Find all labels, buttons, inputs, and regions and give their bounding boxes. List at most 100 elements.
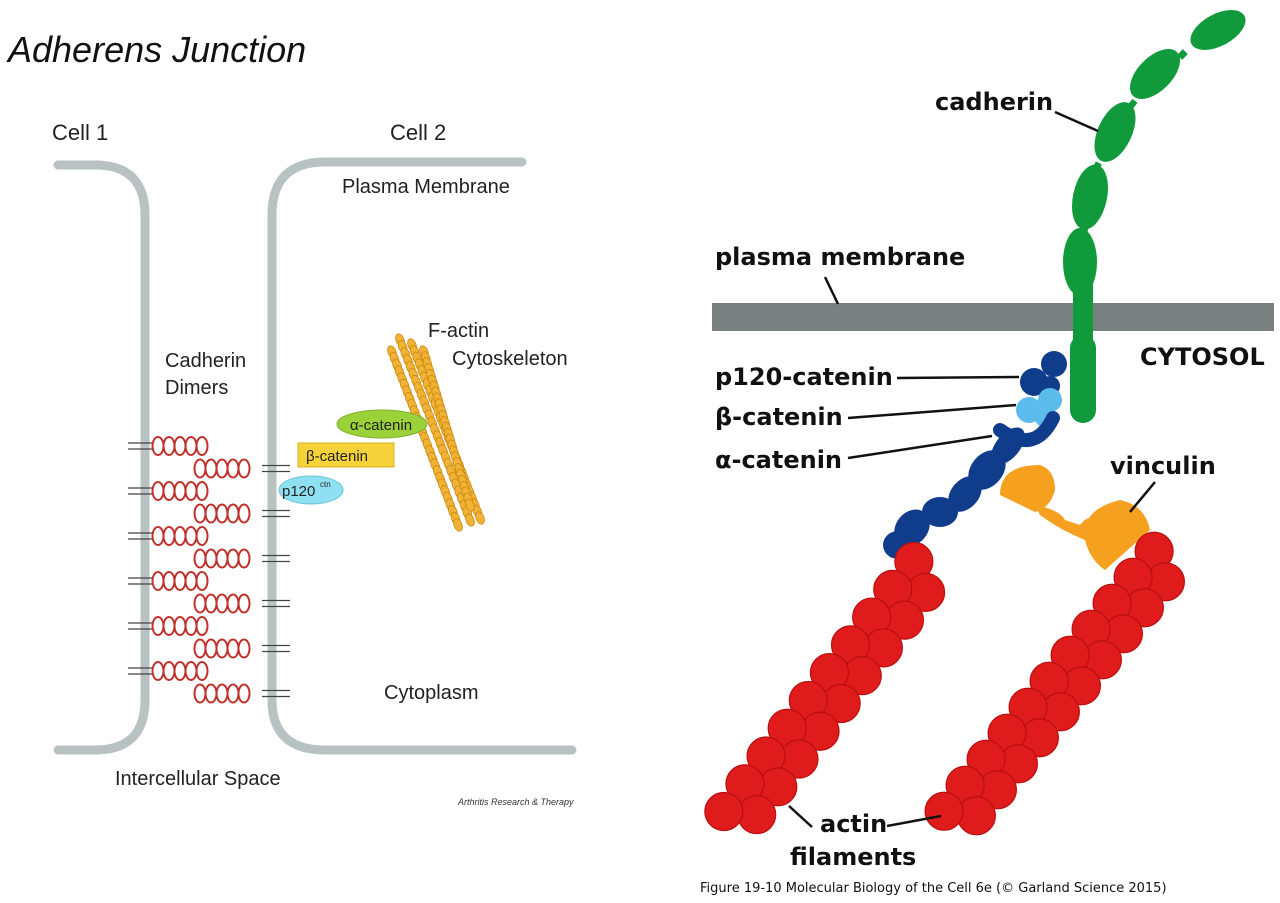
- actin-filaments: [704, 531, 1185, 836]
- cadherin-domain: [226, 458, 240, 479]
- actin-monomer: [465, 513, 475, 527]
- plasma-membrane-leader: [823, 276, 840, 305]
- cadherin-domain: [204, 683, 218, 704]
- cadherin-row: [128, 616, 209, 636]
- vinculin-leader: [1129, 481, 1156, 513]
- alpha-catenin-label: α-catenin: [350, 417, 412, 434]
- cadherin-domain: [215, 683, 229, 704]
- cadherin-domain: [204, 638, 218, 659]
- cadherin-domain: [193, 548, 207, 569]
- cadherin-row: [128, 571, 209, 591]
- actin-monomer: [475, 511, 485, 525]
- cadherin-domain: [237, 683, 251, 704]
- beta-catenin-label: β-catenin: [306, 448, 368, 465]
- cadherin-domain: [237, 503, 251, 524]
- cadherin-domain: [162, 526, 176, 546]
- f-actin-label-line1: F-actin: [428, 320, 489, 342]
- cadherin-domain: [162, 436, 176, 456]
- actin-subunit: [737, 794, 777, 835]
- actin-leader-right: [886, 814, 942, 828]
- cadherin-row: [193, 638, 290, 659]
- cadherin-domain: [151, 616, 165, 636]
- cadherin-domain: [193, 458, 207, 479]
- cadherin-dimer-array: [128, 436, 290, 704]
- actin-subunit: [704, 791, 744, 832]
- cadherin-domain: [193, 593, 207, 614]
- cadherin-domain: [215, 503, 229, 524]
- cadherin-row: [193, 503, 290, 524]
- cell2-membrane: [267, 157, 577, 755]
- cell2-label: Cell 2: [390, 120, 446, 145]
- beta-leader: [847, 403, 1017, 420]
- cell1-membrane: [53, 160, 150, 755]
- cadherin-domain: [173, 436, 187, 456]
- cadherin-domain: [162, 481, 176, 501]
- cadherin-row: [193, 458, 290, 479]
- cytosol-label: CYTOSOL: [1140, 343, 1265, 371]
- cadherin-domain: [184, 616, 198, 636]
- cadherin-domain: [195, 526, 209, 546]
- cadherin-row: [128, 436, 209, 456]
- cadherin-domain: [215, 593, 229, 614]
- cadherin-domain: [173, 616, 187, 636]
- right-p120-catenin-label: p120-catenin: [715, 363, 893, 391]
- cadherin-domain: [195, 436, 209, 456]
- intercellular-space-label: Intercellular Space: [115, 768, 281, 790]
- cadherin-domain: [204, 503, 218, 524]
- cadherin-domain: [184, 661, 198, 681]
- f-actin-bundle: [387, 333, 485, 532]
- cadherin-domain: [226, 638, 240, 659]
- cadherin-domain: [151, 661, 165, 681]
- cadherin-domain: [237, 458, 251, 479]
- vinculin-shape: [1000, 465, 1150, 570]
- cadherin-domain: [226, 683, 240, 704]
- cadherin-domain: [195, 661, 209, 681]
- actin-label-line1: actin: [820, 810, 887, 838]
- cadherin-row: [128, 526, 209, 546]
- beta-catenin-shape: [297, 442, 395, 468]
- cadherin-domain: [237, 638, 251, 659]
- cadherin-domain: [151, 481, 165, 501]
- cadherin-domain: [184, 571, 198, 591]
- cadherin-row: [193, 593, 290, 614]
- cadherin-row: [193, 683, 290, 704]
- cadherin-domain: [162, 571, 176, 591]
- right-vinculin-label: vinculin: [1110, 452, 1216, 480]
- right-alpha-catenin-label: α-catenin: [715, 446, 842, 474]
- cadherin-domain: [215, 638, 229, 659]
- right-plasma-membrane-label: plasma membrane: [715, 243, 965, 271]
- alpha-catenin-shape: [336, 409, 428, 439]
- cadherin-dimers-label-line2: Dimers: [165, 377, 228, 399]
- cadherin-domain: [184, 436, 198, 456]
- p120-superscript: ctn: [320, 480, 331, 489]
- cadherin-domain: [184, 481, 198, 501]
- cadherin-domain: [193, 503, 207, 524]
- cadherin-domain: [151, 526, 165, 546]
- cadherin-domain: [184, 526, 198, 546]
- cadherin-domain: [173, 526, 187, 546]
- cadherin-domain: [215, 458, 229, 479]
- left-plasma-membrane-label: Plasma Membrane: [342, 176, 510, 198]
- p120-label: p120: [282, 483, 315, 500]
- cadherin-domain: [237, 548, 251, 569]
- right-panel: cadherin plasma membrane CYTOSOL p120-ca…: [700, 10, 1274, 896]
- cadherin-domain: [162, 661, 176, 681]
- cadherin-domain: [237, 593, 251, 614]
- cadherin-domain: [204, 458, 218, 479]
- cell1-label: Cell 1: [52, 120, 108, 145]
- cadherin-domain: [204, 593, 218, 614]
- actin-monomer: [453, 518, 463, 532]
- p120-leader: [896, 375, 1020, 380]
- left-title: Adherens Junction: [6, 29, 306, 70]
- cadherin-row: [128, 481, 209, 501]
- cytoplasm-label: Cytoplasm: [384, 682, 478, 704]
- cadherin-domain: [226, 548, 240, 569]
- p120-catenin-shape: [1020, 351, 1067, 396]
- right-plasma-membrane: [712, 303, 1274, 331]
- actin-monomer: [465, 498, 475, 512]
- cadherin-domain: [195, 571, 209, 591]
- cadherin-row: [193, 548, 290, 569]
- cadherin-row: [128, 661, 209, 681]
- right-beta-catenin-label: β-catenin: [715, 403, 843, 431]
